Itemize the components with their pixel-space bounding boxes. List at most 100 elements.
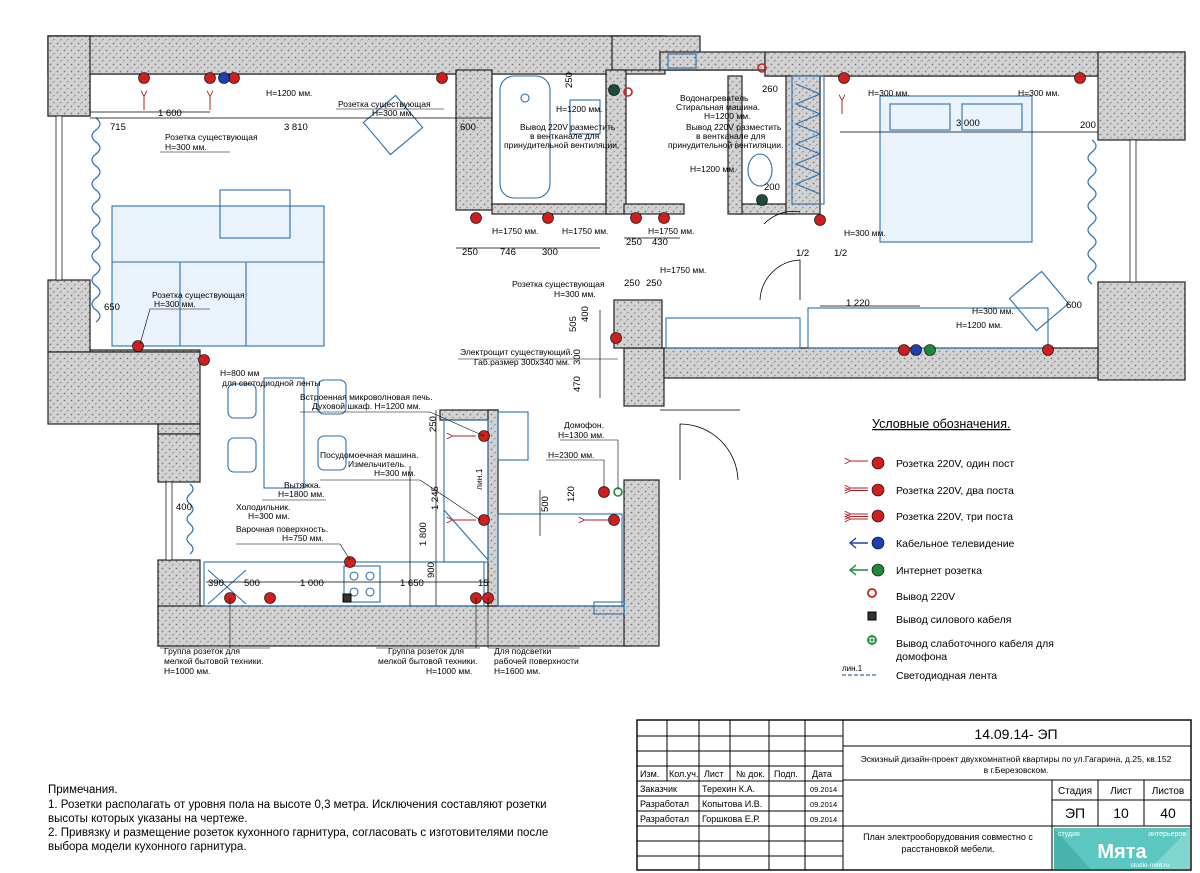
dim-1650: 1 650 (400, 578, 424, 589)
label-h300-bed-door: H=300 мм. (844, 228, 886, 238)
label-oven: Духовой шкаф. H=1200 мм. (312, 401, 421, 411)
legend-item: Розетка 220V, один пост (850, 456, 1014, 470)
power-cable-icon (342, 593, 352, 603)
tb-name-3: Горшкова Е.Р. (702, 814, 760, 824)
notes-line-1: 1. Розетки располагать от уровня пола на… (48, 799, 547, 811)
label-backlight-c: H=1600 мм. (494, 666, 540, 676)
socket-icon (138, 72, 150, 84)
curtain-left (91, 117, 101, 323)
label-vent-1: Вывод 220V разместить (686, 122, 782, 132)
output-220v-icon (867, 588, 877, 598)
label-h1750: H=1750 мм. (562, 226, 608, 236)
logo-interior: интерьеров (1148, 831, 1186, 838)
dim-300: 300 (572, 349, 583, 365)
label-h1200-bath: H=1200 мм. (556, 104, 602, 114)
dim-400: 400 (580, 306, 591, 322)
socket-icon (542, 212, 554, 224)
logo-name: Мята (1097, 841, 1147, 863)
tb-project: Эскизный дизайн-проект двухкомнатной ква… (861, 754, 1172, 764)
tb-header-date: Дата (812, 769, 832, 779)
label-h300: H=300 мм. (374, 468, 416, 478)
label-group-1c: H=1000 мм. (164, 666, 210, 676)
dim-250: 250 (428, 416, 439, 432)
tb-header-kol: Кол.уч. (669, 769, 699, 779)
label-h1200-washer: H=1200 мм. (704, 111, 750, 121)
network-outlet-icon (608, 84, 620, 96)
label-h1750-corridor: H=1750 мм. (660, 265, 706, 275)
label-vent-2: в вентканале для (696, 131, 766, 141)
dim-200: 200 (1080, 120, 1096, 131)
dim-1245: 1 245 (430, 486, 441, 510)
power-cable-icon (867, 611, 877, 621)
label-h300-bed-2: H=300 мм. (1018, 88, 1060, 98)
bed (879, 95, 1033, 243)
socket-icon (814, 214, 826, 226)
label-fridge: Холодильник. (236, 502, 290, 512)
legend-item-label: Розетка 220V, три поста (896, 511, 1013, 523)
dim-746: 746 (500, 247, 516, 258)
socket-icon (608, 514, 620, 526)
dim-600: 600 (1066, 300, 1082, 311)
label-vent-3: принудительной вентиляции. (668, 140, 783, 150)
curtain-right (1087, 139, 1097, 285)
dim-half-2: 1/2 (834, 248, 847, 259)
dim-500: 500 (540, 496, 551, 512)
leader-lines (139, 108, 619, 649)
dim-1220: 1 220 (846, 298, 870, 309)
socket-icon (610, 332, 622, 344)
legend-item-label-2: домофона (896, 651, 947, 663)
label-group-1: Группа розеток для (164, 646, 240, 656)
socket-icon (1074, 72, 1086, 84)
legend-item: Вывод 220V (867, 588, 955, 603)
wardrobe (791, 75, 825, 205)
notes-line-4: выбора модели кухонного гарнитура. (48, 841, 247, 853)
tb-sheet-title-1: План электрооборудования совместно с (863, 832, 1033, 842)
dim-half-1: 1/2 (796, 248, 809, 259)
legend-item-label: Светодиодная лента (896, 670, 997, 682)
tb-role-3: Разработал (640, 814, 689, 824)
socket-icon (228, 72, 240, 84)
dimension-lines (90, 111, 1098, 606)
socket-markers (132, 63, 1086, 604)
socket-icon (478, 514, 490, 526)
legend-item-label: Интернет розетка (896, 565, 982, 577)
dim-470: 470 (572, 376, 583, 392)
label-water-heater: Водонагреватель (680, 93, 749, 103)
logo-site: studio-mint.ru (1130, 862, 1170, 869)
label-dishwasher: Посудомоечная машина. (320, 450, 419, 460)
dim-500: 500 (244, 578, 260, 589)
tb-code: 14.09.14- ЭП (974, 726, 1057, 742)
dim-120: 120 (566, 486, 577, 502)
doors (660, 211, 801, 481)
label-h1300: H=1300 мм. (558, 430, 604, 440)
legend-item-label: Вывод 220V (896, 591, 955, 603)
dim-250: 250 (626, 237, 642, 248)
label-h300-bed-1: H=300 мм. (868, 88, 910, 98)
shoe-cabinet (497, 411, 529, 461)
label-group-2b: мелкой бытовой техники. (378, 656, 478, 666)
logo-studio: студия (1058, 831, 1080, 838)
output-220v-icon (623, 87, 633, 97)
label-microwave: Встроенная микроволновая печь. (300, 392, 433, 402)
label-existing-socket: Розетка существующая (338, 99, 431, 109)
label-panel: Электрощит существующий. (460, 347, 573, 357)
tb-stage: ЭП (1065, 805, 1085, 821)
label-h2300: H=2300 мм. (548, 450, 594, 460)
label-lin1: лин.1 (474, 468, 484, 490)
label-grinder: Измельчитель. (348, 459, 406, 469)
socket-icon (630, 212, 642, 224)
legend-led-label: лин.1 (842, 664, 863, 673)
legend-item-label: Кабельное телевидение (896, 538, 1015, 550)
dim-200: 200 (764, 182, 780, 193)
label-h1200-tv: H=1200 мм. (956, 320, 1002, 330)
network-outlet-icon (756, 194, 768, 206)
label-h750: H=750 мм. (282, 533, 324, 543)
furniture (91, 53, 1097, 615)
legend: Условные обозначения. Розетка 220V, один… (842, 417, 1054, 682)
tb-sheets: 40 (1160, 805, 1176, 821)
output-220v-icon (757, 63, 767, 73)
label-h300: H=300 мм. (554, 289, 596, 299)
socket-icon (198, 354, 210, 366)
bedroom-armchair (1008, 270, 1070, 332)
